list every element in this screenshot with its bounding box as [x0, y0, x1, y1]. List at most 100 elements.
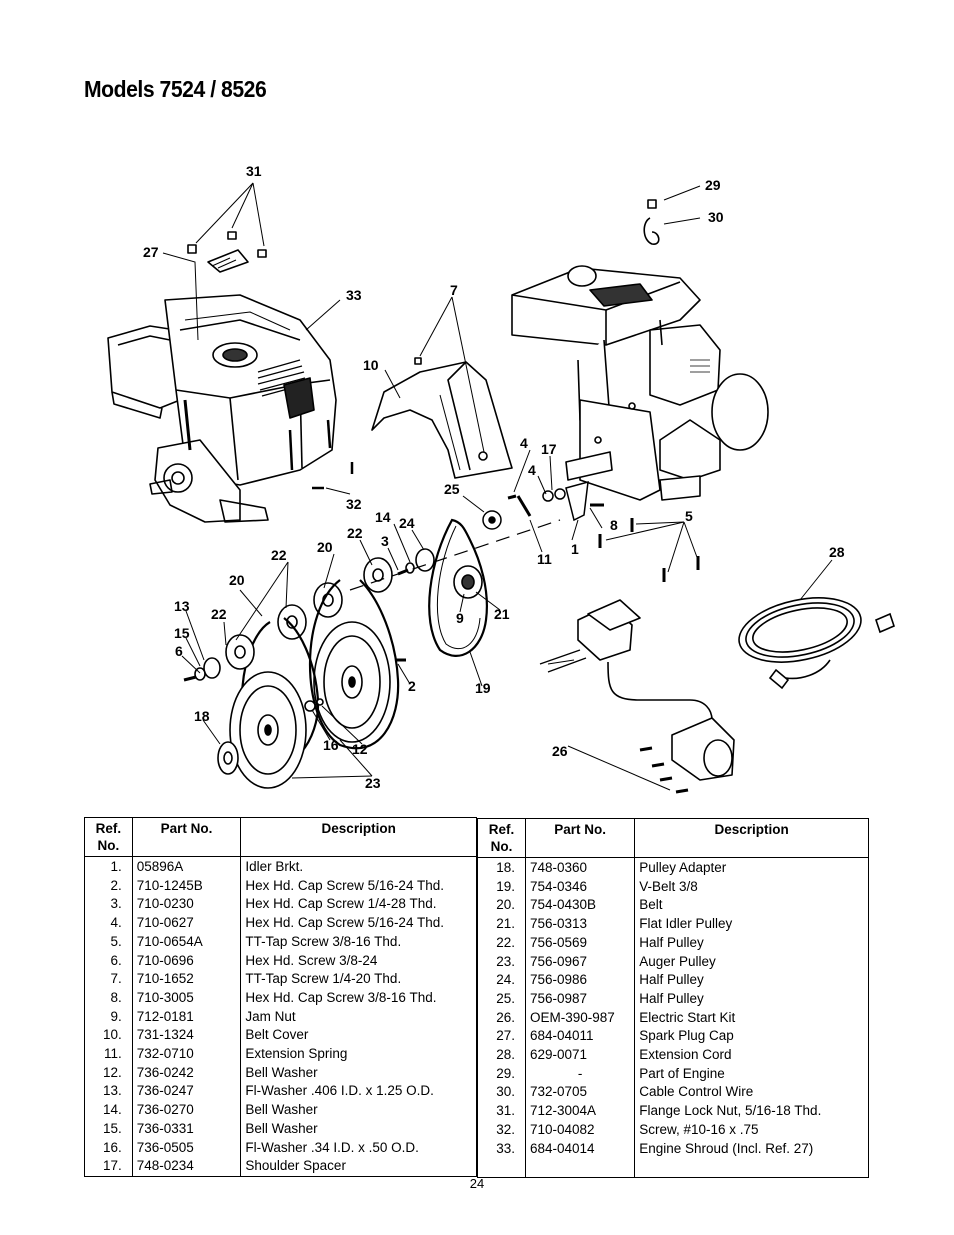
- ref-cell: 21.: [477, 915, 526, 934]
- part-cell: 731-1324: [131, 1026, 242, 1046]
- header-part: Part No.: [131, 817, 242, 857]
- callout-33: 33: [346, 287, 362, 303]
- callout-17: 17: [541, 441, 557, 457]
- part-cell: 712-3004A: [524, 1102, 636, 1121]
- callout-4b: 4: [528, 462, 536, 478]
- part-cell: 736-0242: [131, 1063, 242, 1083]
- desc-cell: Extension Cord: [634, 1046, 869, 1065]
- part-cell: 748-0234: [131, 1157, 242, 1177]
- part-cell: 732-0710: [131, 1045, 242, 1064]
- ref-cell: 14.: [84, 1101, 133, 1120]
- ref-cell: 7.: [84, 970, 133, 989]
- desc-cell: TT-Tap Screw 3/8-16 Thd.: [240, 932, 477, 952]
- desc-cell: Flat Idler Pulley: [634, 915, 869, 934]
- parts-table-right: Ref. No. Part No. Description 18.748-036…: [477, 818, 869, 1178]
- ref-cell: 27.: [477, 1027, 526, 1047]
- callout-1: 1: [571, 541, 579, 557]
- ref-cell: 12.: [84, 1063, 133, 1083]
- belt-cover-drawing: [371, 357, 513, 479]
- desc-cell: Bell Washer: [240, 1119, 477, 1139]
- ref-cell: 20.: [477, 896, 526, 916]
- desc-cell: TT-Tap Screw 1/4-20 Thd.: [240, 970, 477, 989]
- part-cell: 754-0346: [524, 877, 636, 897]
- ref-cell: 25.: [477, 989, 526, 1009]
- part-cell: 05896A: [131, 856, 242, 877]
- callout-10: 10: [363, 357, 379, 373]
- callout-27: 27: [143, 244, 159, 260]
- part-cell: 756-0967: [524, 952, 636, 972]
- callout-20a: 20: [317, 539, 333, 555]
- part-cell: 756-0987: [524, 989, 636, 1009]
- desc-cell: Extension Spring: [240, 1045, 477, 1064]
- part-cell: 629-0071: [524, 1046, 636, 1065]
- part-cell: 736-0270: [131, 1101, 242, 1120]
- desc-cell: Half Pulley: [634, 933, 869, 953]
- callout-14: 14: [375, 509, 391, 525]
- part-cell: -: [524, 1064, 636, 1084]
- desc-cell: Hex Hd. Cap Screw 5/16-24 Thd.: [240, 914, 477, 933]
- part-cell: 748-0360: [524, 857, 636, 878]
- desc-cell: Fl-Washer .406 I.D. x 1.25 O.D.: [240, 1082, 477, 1102]
- pulley-assembly-drawing: [183, 518, 561, 789]
- ref-cell: 19.: [477, 877, 526, 897]
- desc-cell: Belt: [634, 896, 869, 916]
- leader-lines: [162, 182, 833, 791]
- ref-cell: 16.: [84, 1138, 133, 1158]
- callout-26: 26: [552, 743, 568, 759]
- part-cell: 710-0230: [131, 895, 242, 915]
- part-cell: 710-0696: [131, 951, 242, 971]
- desc-cell: Cable Control Wire: [634, 1083, 869, 1103]
- ref-cell: 2.: [84, 876, 133, 896]
- part-cell: 710-1245B: [131, 876, 242, 896]
- part-cell: 756-0313: [524, 915, 636, 934]
- header-ref: Ref. No.: [477, 818, 526, 858]
- desc-cell: V-Belt 3/8: [634, 877, 869, 897]
- part-cell: 756-0569: [524, 933, 636, 953]
- ref-cell: 17.: [84, 1157, 133, 1177]
- ref-cell: 4.: [84, 914, 133, 933]
- idler-bracket-drawing: [482, 480, 700, 582]
- ref-cell: 23.: [477, 952, 526, 972]
- desc-cell: Part of Engine: [634, 1064, 869, 1084]
- part-cell: 754-0430B: [524, 896, 636, 916]
- ref-cell: 26.: [477, 1008, 526, 1028]
- engine-shroud-drawing: [107, 231, 354, 523]
- ref-cell: 22.: [477, 933, 526, 953]
- part-cell: 736-0331: [131, 1119, 242, 1139]
- part-cell: 710-3005: [131, 988, 242, 1008]
- callout-13: 13: [174, 598, 190, 614]
- part-cell: 756-0986: [524, 971, 636, 990]
- callout-8: 8: [610, 517, 618, 533]
- part-cell: 684-04011: [524, 1027, 636, 1047]
- ref-cell: 24.: [477, 971, 526, 990]
- desc-cell: Hex Hd. Cap Screw 1/4-28 Thd.: [240, 895, 477, 915]
- electric-start-drawing: [539, 599, 735, 794]
- ref-cell: 11.: [84, 1045, 133, 1064]
- callout-28: 28: [829, 544, 845, 560]
- desc-cell: Belt Cover: [240, 1026, 477, 1046]
- callout-9: 9: [456, 610, 464, 626]
- ref-cell: 32.: [477, 1120, 526, 1140]
- desc-cell: Bell Washer: [240, 1063, 477, 1083]
- desc-cell: Half Pulley: [634, 989, 869, 1009]
- desc-cell: Spark Plug Cap: [634, 1027, 869, 1047]
- desc-cell: Shoulder Spacer: [240, 1157, 477, 1177]
